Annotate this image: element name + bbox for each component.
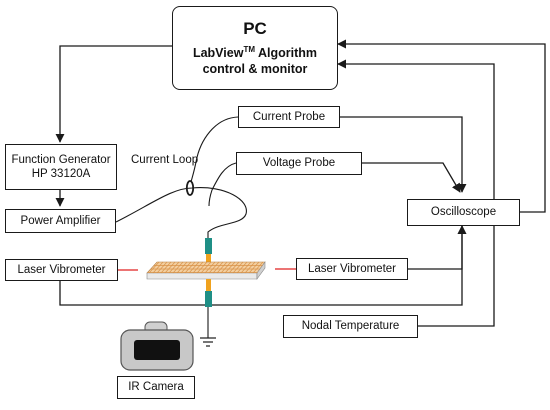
laser-vibrometer-left-box: Laser Vibrometer	[5, 259, 118, 281]
power-amplifier-label: Power Amplifier	[20, 214, 101, 227]
specimen-grid-line	[220, 261, 232, 274]
pc-trademark: TM	[243, 45, 255, 55]
voltage-probe-label: Voltage Probe	[262, 157, 336, 170]
lower-clamp-orange	[206, 279, 211, 291]
oscilloscope-box: Oscilloscope	[407, 199, 520, 226]
function-generator-box: Function Generator HP 33120A	[5, 144, 117, 190]
ir-camera-label: IR Camera	[128, 381, 184, 394]
specimen-grid-line	[196, 261, 208, 274]
wire-oscilloscope-to-pc	[337, 39, 546, 213]
specimen-grid-line	[240, 261, 252, 274]
specimen-grid-line	[248, 261, 260, 274]
wire-right-vibrometer-to-oscilloscope	[408, 225, 467, 270]
specimen-grid-line	[232, 261, 244, 274]
nodal-temperature-label: Nodal Temperature	[301, 320, 400, 333]
specimen-grid-line	[224, 261, 236, 274]
specimen-grid-line	[148, 261, 160, 274]
specimen-grid-line	[212, 261, 224, 274]
ir-camera-box: IR Camera	[117, 376, 195, 399]
wire-current-probe-cable	[190, 116, 239, 183]
laser-vibrometer-right-label: Laser Vibrometer	[308, 262, 396, 275]
specimen-grid-line	[216, 261, 228, 274]
pc-function-line: control & monitor	[202, 62, 308, 77]
specimen-grid-line	[188, 261, 200, 274]
specimen-grid-line	[200, 261, 212, 274]
specimen-grid-line	[176, 261, 188, 274]
specimen-grid-line	[180, 261, 192, 274]
specimen-grid-line	[172, 261, 184, 274]
specimen-grid-line	[160, 261, 172, 274]
wire-pc-to-function-generator	[55, 45, 172, 143]
wire-amplifier-to-electrode	[115, 187, 247, 240]
current-loop-ring	[185, 180, 195, 196]
pc-software-suffix: Algorithm	[255, 46, 318, 61]
laser-vibrometer-left-label: Laser Vibrometer	[17, 263, 106, 276]
specimen-front-face	[146, 272, 258, 280]
function-generator-label: Function Generator	[11, 153, 111, 166]
current-loop-label: Current Loop	[131, 154, 199, 166]
pc-software-name: LabView	[192, 46, 244, 61]
laser-vibrometer-right-box: Laser Vibrometer	[296, 258, 408, 280]
wire-left-vibrometer-to-oscilloscope	[59, 225, 467, 306]
specimen-grid-line	[228, 261, 240, 274]
ir-camera-lens	[134, 340, 180, 360]
specimen-grid-line	[252, 261, 264, 274]
specimen-grid-line	[184, 261, 196, 274]
current-probe-box: Current Probe	[238, 106, 340, 128]
nodal-temperature-box: Nodal Temperature	[283, 315, 418, 338]
current-probe-label: Current Probe	[252, 110, 326, 123]
function-generator-model: HP 33120A	[31, 168, 91, 180]
specimen-grid-line	[192, 261, 204, 274]
pc-title: PC	[243, 19, 267, 39]
upper-clamp-orange	[206, 254, 211, 264]
pc-software-line: LabViewTM Algorithm	[193, 45, 317, 62]
wire-voltage-probe-cable	[208, 162, 237, 207]
wire-voltage-probe-to-oscilloscope	[362, 162, 461, 193]
specimen-grid-line	[156, 261, 168, 274]
specimen-grid-line	[236, 261, 248, 274]
wire-current-probe-to-oscilloscope	[340, 116, 467, 193]
upper-clamp-teal	[205, 238, 212, 254]
wire-nodal-temperature-to-pc	[337, 59, 495, 327]
specimen-grid-line	[164, 261, 176, 274]
specimen-grid-line	[204, 261, 216, 274]
specimen-grid-line	[152, 261, 164, 274]
specimen-grid-line	[168, 261, 180, 274]
power-amplifier-box: Power Amplifier	[5, 209, 116, 233]
specimen-grid-pattern	[147, 261, 264, 274]
lower-clamp-teal	[205, 291, 212, 307]
voltage-probe-box: Voltage Probe	[236, 152, 362, 175]
oscilloscope-label: Oscilloscope	[430, 206, 497, 219]
specimen-grid-line	[244, 261, 256, 274]
specimen-grid-line	[208, 261, 220, 274]
pc-box: PC LabViewTM Algorithm control & monitor	[172, 6, 338, 90]
